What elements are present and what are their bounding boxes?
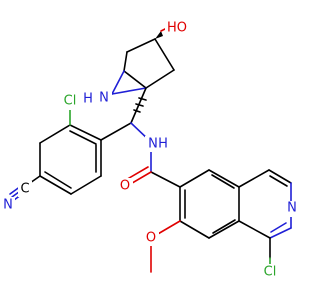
bond-phenyl-5 xyxy=(70,175,102,195)
bond-isoquinoline-b1 xyxy=(238,169,270,188)
bond-phenyl-2 xyxy=(39,124,71,144)
bonds xyxy=(9,27,292,273)
bond-pyrrolidine-c4-c5 xyxy=(145,69,175,89)
label-bg-cl-bottom xyxy=(259,264,282,280)
bond-hydroxyl-wedge xyxy=(155,31,163,39)
label-bg-amide-n xyxy=(145,136,167,152)
bond-isoquinoline-a-double-3 xyxy=(211,174,235,189)
bond-phenyl-double-2 xyxy=(44,171,72,189)
bond-isoquinoline-a5 xyxy=(208,169,240,188)
label-bg-pyrrolidine-n xyxy=(96,90,112,106)
bond-phenyl-4 xyxy=(39,175,72,195)
bond-isoquinoline-b-double-1 xyxy=(269,175,288,187)
bond-pyrrolidine-c2-c3 xyxy=(126,38,156,53)
bond-phenyl-double-1 xyxy=(69,130,97,145)
label-bg-cl-top xyxy=(59,95,82,110)
label-bg-ho xyxy=(165,20,189,37)
bond-isoquinoline-a6 xyxy=(179,169,210,188)
label-bg-methoxy-o xyxy=(143,230,159,246)
bond-stereocenter-phenyl xyxy=(100,122,132,141)
bond-isoquinoline-a3 xyxy=(208,220,240,239)
bond-isoquinoline-b4 xyxy=(269,227,292,239)
bond-isoquinoline-b5 xyxy=(238,220,271,239)
label-bg-amide-o xyxy=(117,178,133,194)
bond-isoquinoline-b-double-2 xyxy=(270,222,287,233)
label-bg-isoquinoline-n xyxy=(285,201,299,217)
bond-isoquinoline-b2 xyxy=(268,169,292,184)
pyrrolidine-h-label: H xyxy=(83,92,93,107)
label-bg-nitrile-n xyxy=(1,197,15,213)
bond-pyrrolidine-c1-c2 xyxy=(123,51,128,72)
pyrrolidine-n-label: N xyxy=(99,91,109,106)
chemical-structure-diagram: HO H N N H Cl N C O O N Cl xyxy=(1,20,299,280)
methoxy-o-label: O xyxy=(146,231,156,246)
amide-h-label: H xyxy=(158,137,168,152)
amide-n-label: N xyxy=(148,137,158,152)
bond-isoquinoline-a2 xyxy=(179,220,210,239)
bond-pyrrolidine-n-c5 xyxy=(111,87,147,95)
ho-label: HO xyxy=(167,21,187,36)
cl-top-label: Cl xyxy=(64,94,77,109)
bond-carbonyl-aromatic xyxy=(150,171,181,188)
bond-pyrrolidine-c3-c4 xyxy=(154,38,175,71)
isoquinoline-n-label: N xyxy=(287,201,297,216)
nitrile-c-label: C xyxy=(20,182,29,197)
atom-labels: HO H N N H Cl N C O O N Cl xyxy=(1,20,299,280)
nitrile-n-label: N xyxy=(3,198,13,213)
amide-o-label: O xyxy=(120,179,130,194)
bond-stereocenter-dash-3 xyxy=(138,97,147,101)
bond-isoquinoline-a-double-2 xyxy=(212,219,236,234)
bond-stereocenter-dash-1 xyxy=(133,109,141,113)
bond-pyrrolidine-c5-c1 xyxy=(123,70,147,89)
label-bg-nitrile-c xyxy=(18,181,32,197)
cl-bottom-label: Cl xyxy=(264,265,277,280)
bond-phenyl-1 xyxy=(69,124,102,141)
bond-pyrrolidine-n-c1 xyxy=(111,70,125,95)
bond-stereocenter-dash-2 xyxy=(135,103,144,107)
